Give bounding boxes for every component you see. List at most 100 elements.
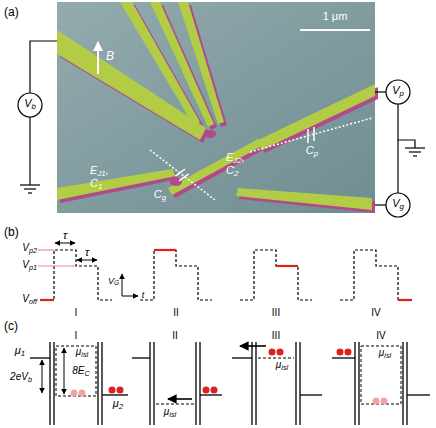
electron-dot bbox=[337, 349, 344, 356]
pulse-waveform bbox=[240, 250, 312, 300]
duration-arrow bbox=[77, 260, 97, 261]
tunnel-barrier bbox=[101, 342, 102, 425]
text-part: 1 bbox=[98, 182, 102, 191]
text-part: μ bbox=[164, 406, 169, 417]
duration-label: τ bbox=[85, 247, 89, 259]
axis-label: VG bbox=[108, 277, 119, 287]
energy-label: 2eVb bbox=[10, 372, 32, 383]
active-level bbox=[398, 299, 412, 301]
junction-label: EJ1, C1 bbox=[90, 165, 124, 192]
text-part: V bbox=[22, 259, 29, 270]
voltage-source bbox=[18, 93, 42, 117]
field-label: B bbox=[106, 50, 114, 63]
tunnel-barrier bbox=[53, 342, 54, 425]
electrode bbox=[57, 2, 375, 210]
level-label: Vp1 bbox=[22, 260, 37, 271]
level-guide bbox=[38, 249, 54, 250]
lead-level bbox=[232, 357, 252, 358]
voltage-source bbox=[386, 80, 410, 104]
circuit-wire bbox=[375, 91, 386, 92]
text-part: isl bbox=[384, 351, 391, 360]
level-guide bbox=[38, 265, 76, 266]
circuit-wire bbox=[29, 117, 30, 185]
electron-dot bbox=[277, 349, 284, 356]
text-part: 2 bbox=[119, 402, 123, 411]
step-number: IV bbox=[371, 308, 380, 319]
energy-arrow bbox=[64, 348, 65, 394]
tunnel-barrier bbox=[354, 342, 355, 425]
energy-arrow bbox=[42, 360, 43, 393]
tunnel-barrier bbox=[195, 342, 196, 425]
text-part: V bbox=[108, 276, 114, 286]
potential-label: μ2 bbox=[113, 398, 123, 411]
ground-symbol bbox=[413, 155, 417, 156]
text-part: 8E bbox=[72, 365, 84, 376]
text-part: isl bbox=[169, 410, 176, 419]
text-part: isl bbox=[281, 363, 288, 372]
duration-arrow bbox=[55, 243, 97, 260]
junction bbox=[204, 130, 216, 138]
text-part: p2 bbox=[29, 246, 37, 255]
lead-level bbox=[132, 357, 150, 358]
tunnel-barrier bbox=[295, 342, 296, 425]
text-part: C bbox=[154, 188, 162, 200]
potential-label: μisl bbox=[164, 407, 176, 418]
level-guide bbox=[38, 250, 76, 266]
island-level bbox=[258, 358, 294, 359]
text-part: IV bbox=[371, 307, 380, 318]
circuit-wire bbox=[30, 41, 415, 205]
text-part: IV bbox=[376, 330, 385, 341]
level-label: Vp2 bbox=[22, 243, 37, 254]
lead-level bbox=[30, 357, 50, 358]
tunnel-barrier bbox=[406, 342, 407, 425]
text-part: G bbox=[114, 279, 119, 286]
text-part: μ bbox=[276, 359, 281, 370]
text-part: μ bbox=[379, 347, 384, 358]
ground-symbol bbox=[20, 184, 40, 185]
circuit-wire bbox=[30, 41, 57, 93]
scale-bar bbox=[300, 29, 370, 31]
lead-level bbox=[102, 394, 128, 395]
step-number: II bbox=[172, 331, 178, 342]
tunnel-arrow bbox=[168, 346, 266, 399]
lead-level bbox=[407, 394, 430, 395]
panel-label: (a) bbox=[4, 6, 19, 19]
empty-state-dot bbox=[373, 398, 380, 405]
field-arrow bbox=[97, 42, 99, 74]
scale-bar bbox=[300, 29, 370, 31]
potential-label: μisl bbox=[379, 348, 391, 359]
lead-level bbox=[332, 357, 355, 358]
axes-inset bbox=[122, 274, 138, 296]
electrode bbox=[57, 30, 206, 140]
axes-inset bbox=[122, 274, 123, 296]
pulse-waveform bbox=[40, 250, 112, 300]
ground-symbol bbox=[20, 148, 425, 193]
voltage-source bbox=[386, 193, 410, 217]
text-part: 2eV bbox=[10, 371, 28, 382]
capacitance-line bbox=[150, 150, 215, 200]
level-label: Voff bbox=[22, 294, 37, 305]
electron-dot bbox=[269, 349, 276, 356]
tunnel-barrier bbox=[299, 342, 300, 425]
active-level bbox=[40, 299, 54, 301]
text-part: b bbox=[28, 375, 32, 384]
text-part: E bbox=[226, 151, 233, 163]
text-part: μ bbox=[113, 397, 119, 409]
voltage-source bbox=[18, 80, 410, 217]
text-part: t bbox=[142, 290, 145, 300]
text-part: (c) bbox=[4, 319, 18, 333]
text-part: V bbox=[22, 242, 29, 253]
island-level bbox=[56, 346, 96, 396]
field-arrow bbox=[97, 42, 99, 74]
text-part: τ bbox=[85, 246, 89, 258]
axes-inset bbox=[122, 296, 138, 297]
text-part: III bbox=[272, 307, 280, 318]
text-part: III bbox=[272, 330, 280, 341]
tunnel-barrier bbox=[251, 342, 252, 425]
step-number: II bbox=[173, 308, 179, 319]
empty-state-dot bbox=[79, 390, 86, 397]
tunnel-barrier bbox=[255, 342, 256, 425]
text-part: g bbox=[399, 202, 403, 211]
electron-dot bbox=[203, 387, 210, 394]
tunnel-barrier bbox=[50, 342, 407, 425]
